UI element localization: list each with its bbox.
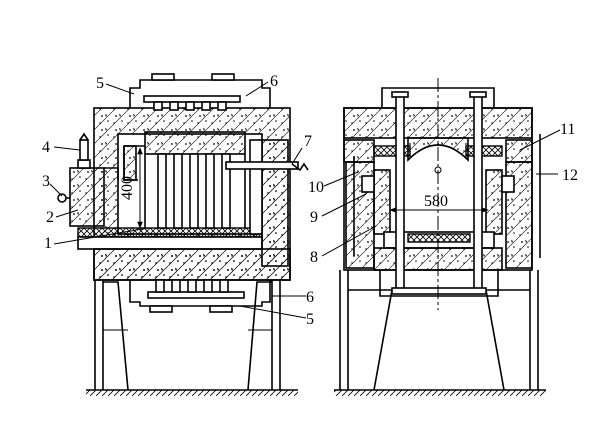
callout-5-top: 5 <box>96 75 104 92</box>
top-terminal-cover <box>129 73 271 111</box>
callout-5-bottom: 5 <box>306 311 314 328</box>
callout-4: 4 <box>42 139 50 156</box>
dimension-height-label: 400 <box>119 176 136 200</box>
left-section-view: 400 <box>57 73 309 396</box>
arched-roof <box>407 137 469 162</box>
dimension-height-400: 400 <box>119 147 143 229</box>
callout-9: 9 <box>310 209 318 226</box>
heating-elements <box>144 153 246 229</box>
callout-6-bottom: 6 <box>306 289 314 306</box>
callout-12: 12 <box>562 167 578 184</box>
callout-6-top: 6 <box>270 73 278 90</box>
left-stand <box>86 280 298 396</box>
side-door-assembly <box>57 132 119 227</box>
callout-3: 3 <box>42 173 50 190</box>
callout-1: 1 <box>44 235 52 252</box>
right-section-view: 580 <box>334 78 546 396</box>
tie-rods <box>379 87 499 297</box>
callout-labels: 5 6 4 3 2 1 7 6 5 10 9 8 11 12 <box>42 73 578 328</box>
dimension-width-label: 580 <box>424 193 448 210</box>
callout-10: 10 <box>308 179 324 196</box>
thermocouple <box>225 161 309 172</box>
callout-7: 7 <box>304 133 312 150</box>
top-lid-block <box>144 131 246 155</box>
bottom-terminal-cover <box>129 279 271 313</box>
callout-2: 2 <box>46 209 54 226</box>
leader-lines <box>49 81 561 319</box>
callout-11: 11 <box>560 121 575 138</box>
callout-8: 8 <box>310 249 318 266</box>
dimension-width-580: 580 <box>389 78 489 310</box>
left-furnace-body <box>77 107 291 281</box>
